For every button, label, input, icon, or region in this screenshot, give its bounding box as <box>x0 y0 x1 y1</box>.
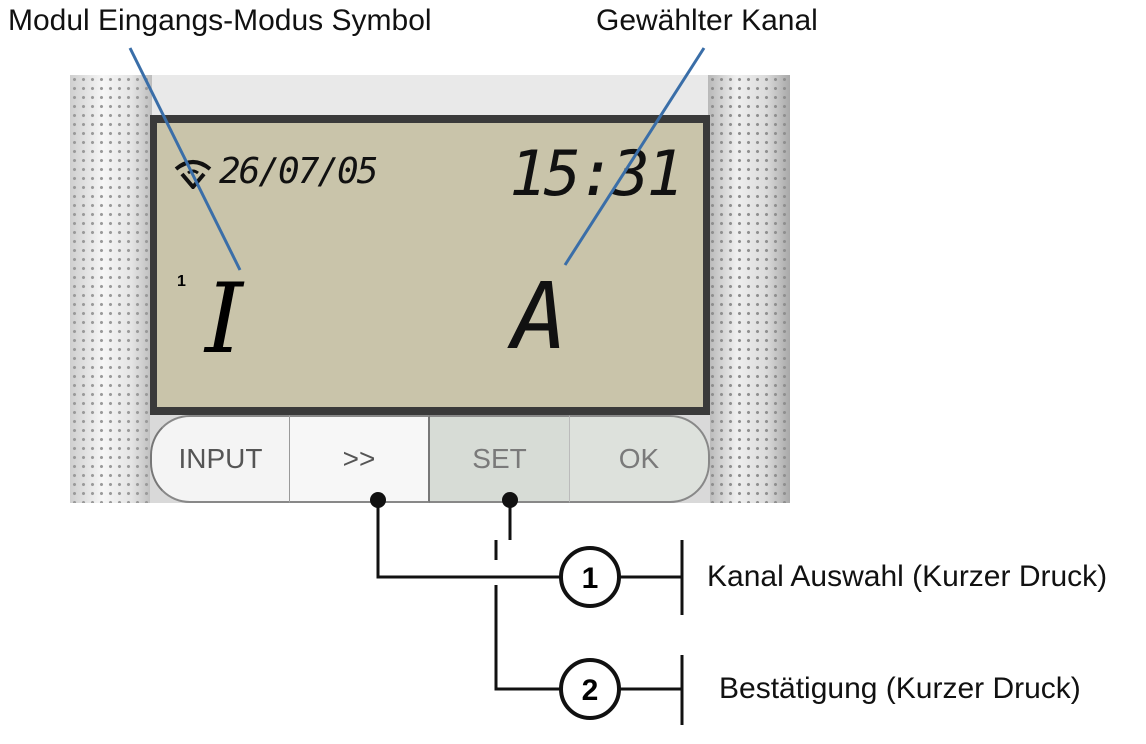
lcd-channel: A <box>512 263 568 370</box>
wireless-icon <box>174 160 212 189</box>
input-button[interactable]: INPUT <box>150 415 290 503</box>
lcd-mode-symbol: I <box>205 263 243 375</box>
mode-leader-line <box>128 47 242 271</box>
label-step2: Bestätigung (Kurzer Druck) <box>719 672 1081 705</box>
step1-number: 1 <box>582 562 599 595</box>
label-selected-channel: Gewählter Kanal <box>596 4 818 37</box>
step1-connector <box>376 500 560 579</box>
left-grille <box>70 75 152 503</box>
label-step1: Kanal Auswahl (Kurzer Druck) <box>707 560 1108 593</box>
step2-connector <box>494 585 560 691</box>
next-button[interactable]: >> <box>290 415 430 503</box>
device-panel: 26/07/05 15:31 1 I A INPUT >> SET OK <box>70 75 790 503</box>
button-row: INPUT >> SET OK <box>150 415 710 503</box>
lcd-date: 26/07/05 <box>219 151 378 192</box>
lcd-frame: 26/07/05 15:31 1 I A <box>150 115 710 415</box>
lcd-display: 26/07/05 15:31 1 I A <box>157 123 703 407</box>
set-button[interactable]: SET <box>430 415 570 503</box>
channel-leader-line <box>563 47 706 266</box>
step2-number: 2 <box>582 674 599 707</box>
label-mode-symbol: Modul Eingangs-Modus Symbol <box>8 4 432 37</box>
lcd-mode-index: 1 <box>177 273 186 290</box>
lcd-time: 15:31 <box>509 137 684 210</box>
ok-button[interactable]: OK <box>570 415 710 503</box>
right-grille <box>708 75 790 503</box>
